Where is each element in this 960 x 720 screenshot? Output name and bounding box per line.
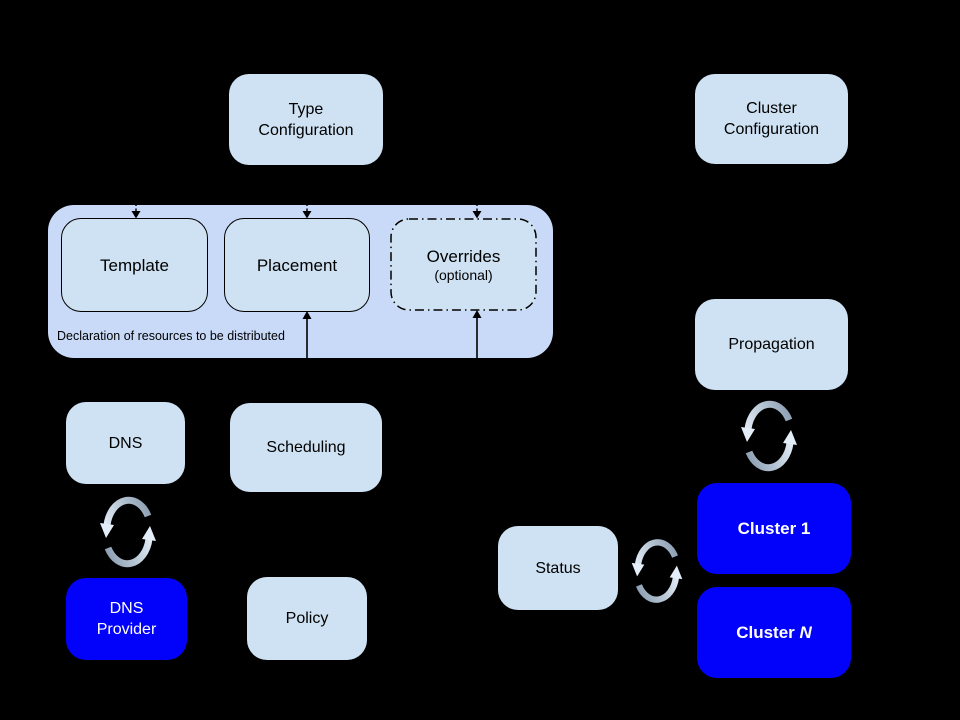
policy-label: Policy — [285, 610, 329, 627]
overrides-label: Overrides — [426, 246, 501, 266]
sync-icon — [100, 496, 156, 568]
dns-label: DNS — [108, 434, 143, 452]
cluster-n-label-suffix: N — [799, 623, 812, 642]
template-label: Template — [100, 255, 169, 275]
type-configuration-label: Type Configuration — [258, 100, 354, 139]
dns-node: DNS — [66, 402, 185, 484]
scheduling-label: Scheduling — [266, 439, 346, 456]
status-node: Status — [498, 526, 618, 610]
overrides-node: Overrides (optional) — [390, 218, 537, 311]
propagation-label: Propagation — [728, 336, 815, 353]
overrides-sublabel: (optional) — [434, 266, 493, 283]
cluster-1-label: Cluster 1 — [737, 519, 811, 538]
policy-node: Policy — [247, 577, 367, 660]
placement-label: Placement — [256, 255, 338, 275]
dns-provider-node: DNS Provider — [66, 578, 187, 660]
cluster-configuration-node: Cluster Configuration — [695, 74, 848, 164]
sync-icon — [741, 400, 797, 472]
dns-provider-label: DNS Provider — [96, 600, 157, 638]
cluster-n-node: Cluster N — [697, 587, 851, 678]
type-configuration-node: Type Configuration — [229, 74, 383, 165]
placement-node: Placement — [224, 218, 370, 312]
cluster-n-label-prefix: Cluster — [736, 623, 800, 642]
status-label: Status — [535, 559, 581, 577]
declaration-container: Template Placement Overrides (optional) … — [48, 205, 553, 358]
sync-icon — [631, 539, 683, 603]
scheduling-node: Scheduling — [230, 403, 382, 492]
cluster-n-label: Cluster N — [736, 622, 812, 643]
propagation-node: Propagation — [695, 299, 848, 390]
cluster-configuration-label: Cluster Configuration — [723, 100, 820, 138]
cluster-1-node: Cluster 1 — [697, 483, 851, 574]
declaration-caption: Declaration of resources to be distribut… — [57, 329, 285, 343]
template-node: Template — [61, 218, 208, 312]
